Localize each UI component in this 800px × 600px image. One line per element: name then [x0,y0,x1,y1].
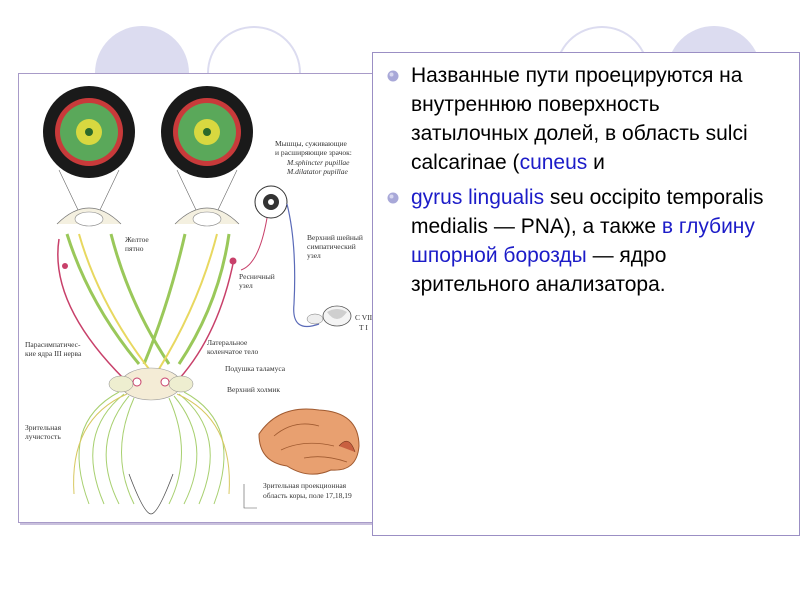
term-calcarine-depth: в глубину шпорной борозды [411,215,755,267]
label-cervical-3: узел [307,251,321,260]
label-yellow-spot-2: пятно [125,244,144,253]
yellow-tracts [78,233,218,370]
label-cervical-1: Верхний шейный [307,233,363,242]
bullet-item-2: gyrus lingualis seu occipito temporalis … [385,183,781,299]
label-spinal-2: T I [359,323,368,332]
text-panel: Названные пути проецируются на внутренню… [372,52,800,536]
label-ciliary-1: Ресничный [239,272,275,281]
projection-lines [58,169,238,213]
label-muscles-2: и расширяющие зрачок: [275,148,352,157]
label-cervical-2: симпатический [307,242,356,251]
term-gyrus-lingualis: gyrus lingualis [411,186,545,209]
eyeballs [56,207,240,227]
label-lgb-2: коленчатое тело [207,347,258,356]
optic-radiation [78,391,225,505]
ciliary-node-left [62,263,68,269]
label-yellow-spot-1: Желтое [125,235,149,244]
visual-pathway-diagram: Желтое пятно Мышцы, суживающие и расширя… [25,86,375,515]
label-cortex-2: область коры, поле 17,18,19 [263,491,352,500]
bullet-list: Названные пути проецируются на внутренню… [385,61,781,305]
paragraph-1-part-1: Названные пути проецируются на внутренню… [411,64,748,174]
label-radiation-2: лучистость [25,432,61,441]
paragraph-1-part-2: и [587,151,605,174]
bullet-circle-icon [387,70,399,82]
occipital-outline [128,473,174,515]
left-retina-disc [43,86,135,178]
optic-nerves [65,233,231,365]
label-pulvinar: Подушка таламуса [225,364,286,373]
paragraph-2-part-1: seu occipito temporalis medialis — PNA),… [411,186,764,238]
bullet-circle-icon [387,192,399,204]
label-colliculus: Верхний холмик [227,385,280,394]
label-muscles-4: M.dilatator pupillae [286,167,349,176]
ciliary-node-right [229,257,237,265]
sympathetic-chain [240,185,320,328]
label-muscles-3: M.sphincter pupillae [286,158,350,167]
brainstem [108,367,194,401]
red-pathways [57,238,235,380]
label-parasympathetic-2: кие ядра III нерва [25,349,82,358]
optic-radiation-yellow [73,393,230,495]
label-radiation-1: Зрительная [25,423,62,432]
term-cuneus: cuneus [519,151,588,174]
label-spinal-1: C VIII [355,313,375,322]
label-ciliary-2: узел [239,281,253,290]
bullet-item-1: Названные пути проецируются на внутренню… [385,61,781,177]
label-cortex-1: Зрительная проекционная [263,481,347,490]
paragraph-2-part-2: — ядро зрительного анализатора. [411,244,667,296]
label-lgb-1: Латеральное [207,338,248,347]
visual-pathway-figure: Желтое пятно Мышцы, суживающие и расширя… [18,73,380,523]
label-parasympathetic-1: Парасимпатичес- [25,340,81,349]
label-muscles-1: Мышцы, суживающие [275,139,348,148]
spinal-section [306,305,352,327]
cortex-illustration [243,408,360,509]
right-retina-disc [161,86,253,178]
